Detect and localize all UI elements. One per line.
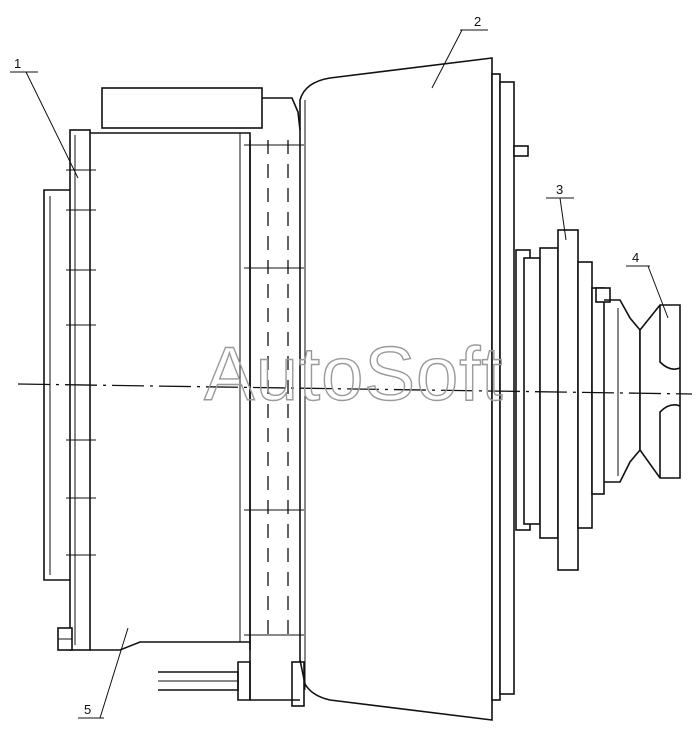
callout-2: 2 [431,14,488,89]
callout-1: 1 [10,56,79,179]
part-3-pulley-hub [523,229,611,571]
callout-3: 3 [546,182,574,241]
callout-label-3: 3 [556,182,563,197]
callout-label-2: 2 [474,14,481,29]
housing-ticks [244,144,304,636]
callout-4: 4 [626,250,669,319]
callout-label-1: 1 [14,56,21,71]
flange-plate [491,73,531,701]
center-axis [17,383,693,395]
part-1-ticks [66,169,96,556]
callout-5: 5 [78,627,129,719]
part-1-end-cover [43,129,96,651]
part-4-output-pulley [604,299,681,483]
watermark-text: AutoSoft [204,332,504,417]
lower-mount-foot [158,661,305,707]
bolt-lower-left [57,627,73,651]
callout-label-5: 5 [84,702,91,717]
part-5-housing [90,87,304,700]
callout-label-4: 4 [632,250,639,265]
